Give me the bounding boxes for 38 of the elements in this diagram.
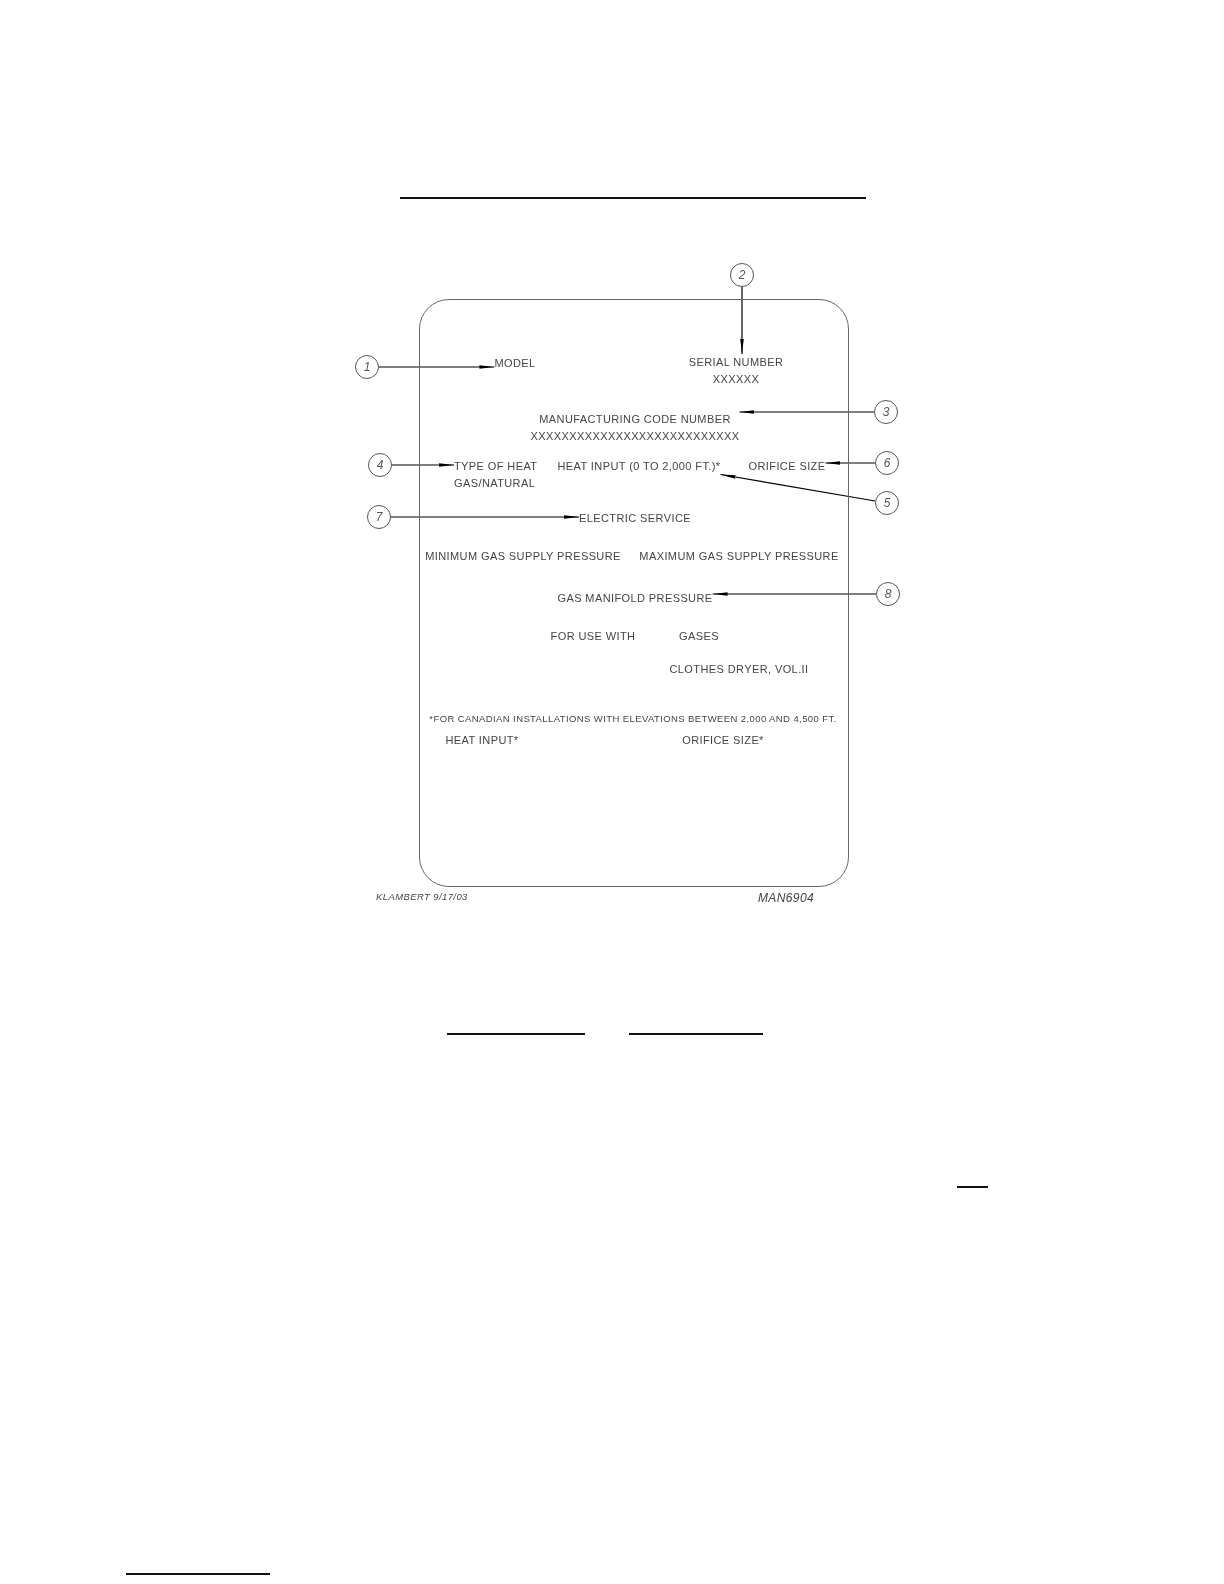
field-label: FOR USE WITH xyxy=(550,630,636,642)
field-label: GASES xyxy=(679,630,719,642)
callout-number: 2 xyxy=(730,263,754,287)
field-value: XXXXXXXXXXXXXXXXXXXXXXXXXXX xyxy=(530,429,740,444)
field-value: XXXXXX xyxy=(712,372,760,387)
leader-line xyxy=(824,461,876,465)
callout-number: 4 xyxy=(368,453,392,477)
field-label: MINIMUM GAS SUPPLY PRESSURE xyxy=(425,550,621,562)
leader-line xyxy=(378,365,496,369)
footnote-text: *FOR CANADIAN INSTALLATIONS WITH ELEVATIONS BETWEEN 2,000 AND 4,500 FT. xyxy=(429,712,837,724)
leader-line xyxy=(738,410,875,414)
plate-field-label: GAS MANIFOLD PRESSURE xyxy=(557,589,713,607)
callout-number: 5 xyxy=(875,491,899,515)
plate-field-label: MANUFACTURING CODE NUMBER xyxy=(539,412,731,427)
field-value: GAS/NATURAL xyxy=(454,476,536,491)
appliance-label: CLOTHES DRYER, VOL.II xyxy=(669,663,809,675)
leader-line xyxy=(390,515,580,519)
plate-field-label: TYPE OF HEAT xyxy=(454,459,538,474)
callout-number: 3 xyxy=(874,400,898,424)
leader-line xyxy=(711,592,877,596)
plate-field-label: ELECTRIC SERVICE xyxy=(579,509,691,527)
leader-line xyxy=(719,473,876,502)
drawing-number: MAN6904 xyxy=(757,891,815,905)
plate-field-label: HEAT INPUT (0 TO 2,000 FT.)* xyxy=(557,457,721,475)
callout-number: 7 xyxy=(367,505,391,529)
drafter-note: KLAMBERT 9/17/03 xyxy=(376,890,468,902)
callout-number: 6 xyxy=(875,451,899,475)
nameplate-outline xyxy=(419,299,849,887)
plate-field-label: SERIAL NUMBER xyxy=(688,355,784,370)
field-label: MAXIMUM GAS SUPPLY PRESSURE xyxy=(639,550,839,562)
callout-number: 8 xyxy=(876,582,900,606)
leader-line xyxy=(391,463,455,467)
plate-field-label: ORIFICE SIZE xyxy=(748,457,826,475)
plate-field-label: MODEL xyxy=(494,354,536,372)
callout-number: 1 xyxy=(355,355,379,379)
field-label: ORIFICE SIZE* xyxy=(682,734,764,746)
leader-line xyxy=(740,286,744,355)
field-label: HEAT INPUT* xyxy=(445,734,519,746)
